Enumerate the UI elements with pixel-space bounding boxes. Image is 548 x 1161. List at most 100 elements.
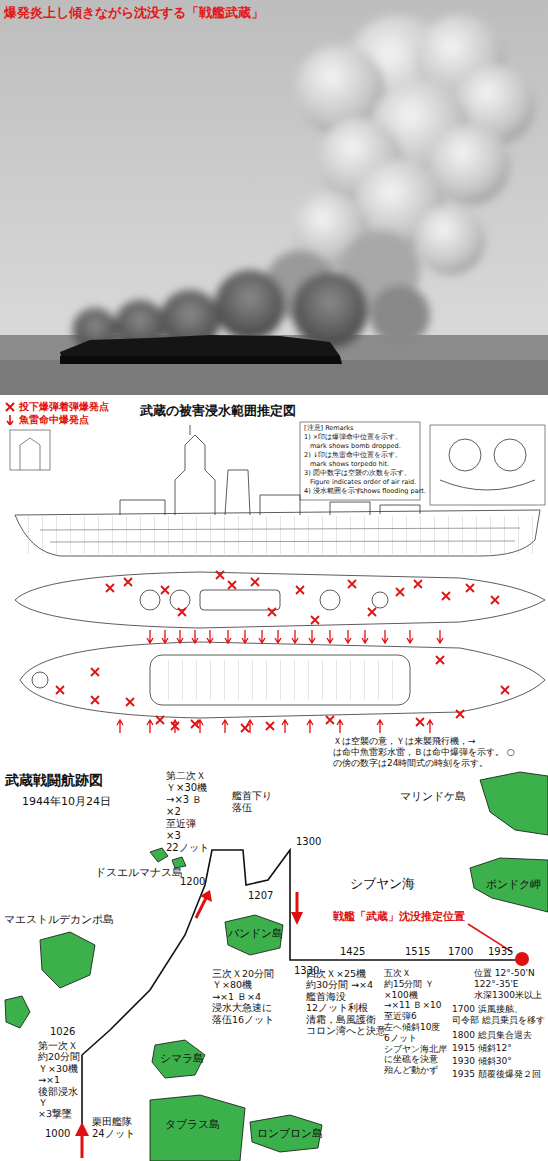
bomb-mark <box>466 584 474 592</box>
place-name: タブラス島 <box>165 1118 220 1131</box>
place-name: シブヤン海 <box>350 876 415 892</box>
note: Figure indicates order of air raid. <box>310 479 416 487</box>
bomb-mark <box>348 580 356 588</box>
time-label: 1700 <box>448 946 473 958</box>
hit-marks <box>56 571 509 733</box>
bomb-mark <box>268 608 276 616</box>
bomb-mark <box>414 580 422 588</box>
raid-note: 三次Ｘ20分間 Ｙ×80機 →×1 Ｂ×4 浸水大急速に 落伍16ノット <box>212 968 274 1025</box>
torpedo-mark <box>225 630 231 643</box>
torpedo-mark <box>247 720 253 733</box>
torpedo-mark <box>407 630 413 643</box>
time-label: 1026 <box>50 1026 75 1038</box>
torpedo-mark <box>197 720 203 733</box>
bomb-mark <box>56 686 64 694</box>
time-label: 1000 <box>45 1128 70 1140</box>
time-label: 1300 <box>296 836 321 848</box>
bomb-mark <box>241 724 249 732</box>
bomb-mark <box>216 571 224 579</box>
time-label: 1425 <box>340 946 365 958</box>
bomb-mark <box>491 596 499 604</box>
torpedo-mark <box>147 720 153 733</box>
bomb-mark <box>156 716 164 724</box>
torpedo-mark <box>162 630 168 643</box>
torpedo-mark <box>362 630 368 643</box>
bomb-mark <box>416 718 424 726</box>
torpedo-mark <box>117 720 123 733</box>
fleet-note: 栗田艦隊 24ノット <box>92 1116 135 1140</box>
event-note: 1800 総員集合退去 <box>452 1030 532 1041</box>
torpedo-mark <box>172 720 178 733</box>
torpedo-mark <box>275 630 281 643</box>
raid-note: 五次Ｘ 約15分間 Ｙ×100機 →×11 Ｂ×10 至近弾6 左へ傾斜10度 … <box>384 968 447 1076</box>
torpedo-mark <box>207 630 213 643</box>
time-label: 1515 <box>405 946 430 958</box>
raid-note: 四次Ｘ×25機 約30分間 →×4 艦首海没 12ノット利根 清霜，島風護衛 コ… <box>306 968 386 1036</box>
note: 4) 浸水範囲を示す。 <box>304 488 369 496</box>
damage-diagram <box>10 422 545 718</box>
place-name: ドスエルマナス島 <box>95 866 183 879</box>
bomb-mark <box>228 581 236 589</box>
bomb-mark <box>368 608 376 616</box>
time-label: 1207 <box>248 890 273 902</box>
torpedo-mark <box>382 630 388 643</box>
bomb-mark <box>296 586 304 594</box>
torpedo-mark <box>307 720 313 733</box>
bomb-mark <box>5 402 15 412</box>
torpedo-mark <box>292 630 298 643</box>
bomb-mark <box>251 578 259 586</box>
torpedo-mark <box>337 720 343 733</box>
torpedo-mark <box>192 630 198 643</box>
figure-title: 武蔵の被害浸水範囲推定図 <box>140 403 296 419</box>
legend-text: 魚雷命中爆発点 <box>19 414 89 426</box>
torpedo-mark <box>177 630 183 643</box>
raid-note: 第一次Ｘ 約20分間 Ｙ×30機 →×1 後部浸水 Ｙ×3撃墜 <box>38 1040 80 1120</box>
bomb-mark <box>91 696 99 704</box>
torpedo-mark <box>282 720 288 733</box>
torpedo-mark <box>309 630 315 643</box>
bomb-mark <box>396 588 404 596</box>
torpedo-mark <box>427 720 433 733</box>
torpedo-mark <box>327 630 333 643</box>
note: [注意] Remarks <box>304 425 354 433</box>
torpedo-mark <box>222 720 228 733</box>
place-name: バンドン島 <box>228 927 283 940</box>
raid-note: 艦首下り 落伍 <box>232 790 272 814</box>
note: mark shows torpedo hit. <box>310 461 389 469</box>
legend-row: 魚雷命中爆発点 <box>5 414 89 426</box>
event-note: 1930 傾斜30° <box>452 1056 512 1067</box>
event-note: 1935 顛覆後爆発２回 <box>452 1069 541 1080</box>
torpedo-mark <box>242 630 248 643</box>
position-note: 位置 12°-50'N 122°-35'E 水深1300米以上 <box>474 968 546 1000</box>
bomb-mark <box>161 586 169 594</box>
time-label: 1200 <box>180 876 205 888</box>
place-name: シマラ島 <box>160 1052 204 1065</box>
bomb-mark <box>311 616 319 624</box>
torpedo-mark <box>259 630 265 643</box>
torpedo-mark <box>147 630 153 643</box>
torpedo-mark <box>345 630 351 643</box>
bomb-mark <box>266 722 274 730</box>
bomb-mark <box>178 608 186 616</box>
note: 2) ↓印は魚雷命中位置を示す。 <box>304 452 402 460</box>
bomb-mark <box>91 668 99 676</box>
torpedo-mark <box>377 720 383 733</box>
photo <box>0 0 548 395</box>
event-note: 1700 浜風接舷、司令部 総員乗員を移す <box>452 1004 548 1026</box>
note: mark shows bomb dropped. <box>310 443 401 451</box>
bomb-mark <box>106 584 114 592</box>
time-label: 1935 <box>488 946 513 958</box>
place-name: マエストルデカンポ島 <box>4 913 114 926</box>
date-label: 1944年10月24日 <box>22 795 111 808</box>
bomb-mark <box>124 578 132 586</box>
legend-text: 投下爆弾着弾爆発点 <box>19 401 109 413</box>
map-legend-note: Ｘは空襲の意，Ｙは来襲飛行機，→は命中魚雷彩水雷，Ｂは命中爆弾を示す。 ○の傍の… <box>333 736 545 768</box>
bomb-mark <box>436 656 444 664</box>
place-name: ロンブロン島 <box>257 1127 323 1140</box>
bomb-mark <box>326 716 334 724</box>
bomb-mark <box>126 698 134 706</box>
torpedo-mark <box>5 415 15 425</box>
map-title: 武蔵戦闘航跡図 <box>5 772 103 789</box>
map <box>5 772 548 1161</box>
